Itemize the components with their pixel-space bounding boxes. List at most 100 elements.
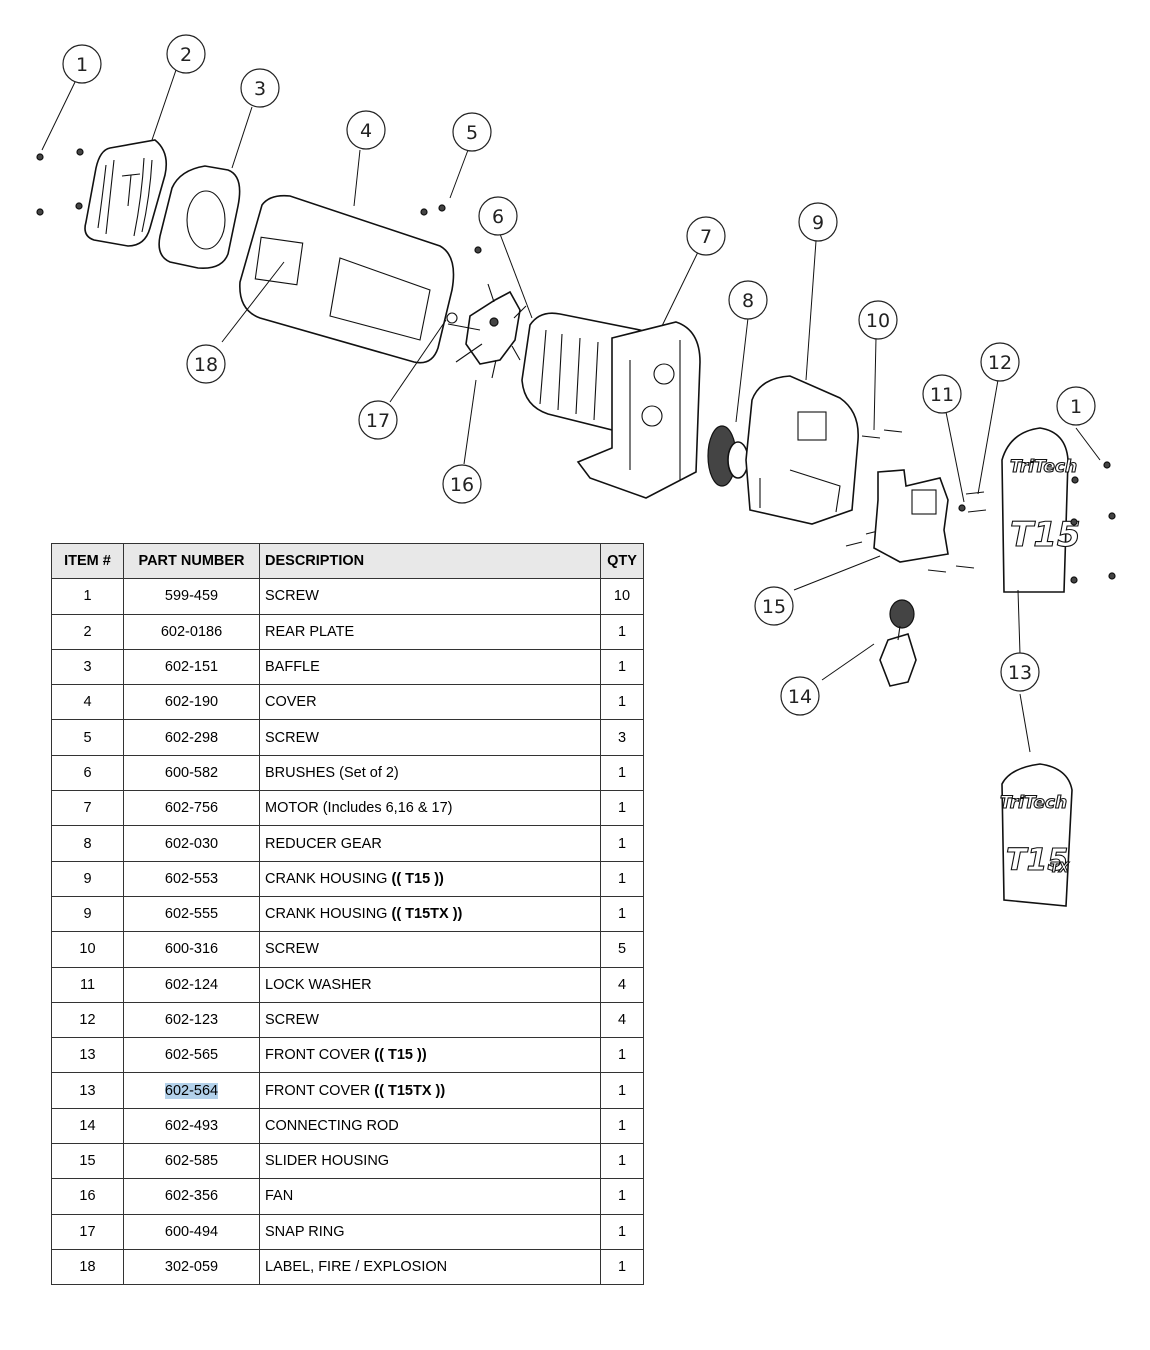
callout-bubble: 5 (452, 112, 492, 152)
cell-description: CRANK HOUSING (( T15 )) (259, 860, 601, 897)
callout-circle (240, 68, 280, 108)
part-number-text: 602-151 (164, 659, 219, 676)
callout-label: 16 (450, 474, 474, 496)
callout-label: 1 (76, 54, 88, 76)
callout-bubble: 6 (478, 196, 518, 236)
connecting-rod (879, 599, 917, 687)
cell-qty: 1 (600, 1213, 644, 1250)
part-number-text: 602-555 (164, 906, 219, 923)
callout-bubble: 13 (1000, 652, 1040, 692)
callout-bubble: 15 (754, 586, 794, 626)
crank-housing (745, 375, 859, 525)
callout-circle (442, 464, 482, 504)
cell-description: FRONT COVER (( T15TX )) (259, 1072, 601, 1109)
cell-part-number: 600-494 (123, 1213, 260, 1250)
callout-circle (1000, 652, 1040, 692)
cell-qty: 1 (600, 1248, 644, 1286)
front-cover-t15: TriTech T15 (1001, 427, 1081, 593)
description-text: LOCK WASHER (265, 976, 372, 993)
cell-part-number: 599-459 (123, 578, 260, 615)
table-header-row: ITEM # PART NUMBER DESCRIPTION QTY (51, 542, 644, 580)
model-variant: (( T15TX )) (374, 1082, 446, 1099)
cell-part-number: 602-124 (123, 966, 260, 1003)
snap-ring (446, 312, 458, 324)
cell-description: BRUSHES (Set of 2) (259, 754, 601, 792)
model-variant: (( T15TX )) (391, 906, 463, 923)
callout-bubble: 4 (346, 110, 386, 150)
part-number-text: 602-124 (164, 976, 219, 993)
callout-label: 6 (492, 206, 504, 228)
cell-part-number: 602-756 (123, 790, 260, 827)
description-text: FAN (265, 1188, 294, 1205)
callout-label: 3 (254, 78, 266, 100)
cell-item: 1 (51, 578, 124, 615)
cell-qty: 1 (600, 1143, 644, 1180)
rear-plate (84, 139, 168, 247)
cell-item: 9 (51, 895, 124, 933)
reducer-gear (707, 425, 749, 487)
callout-circle (728, 280, 768, 320)
cell-qty: 1 (600, 684, 644, 721)
description-text: BAFFLE (265, 659, 320, 676)
cell-item: 13 (51, 1037, 124, 1074)
description-text: FRONT COVER (265, 1082, 375, 1099)
description-text: SCREW (265, 941, 319, 958)
cell-item: 14 (51, 1107, 124, 1145)
callout-circle (780, 676, 820, 716)
cell-qty: 1 (600, 1107, 644, 1145)
description-text: SCREW (265, 729, 319, 746)
cell-qty: 4 (600, 1001, 644, 1039)
slider-housing (873, 469, 949, 563)
callout-label: 7 (700, 226, 712, 248)
callout-circle (62, 44, 102, 84)
cell-part-number: 602-356 (123, 1178, 260, 1215)
callout-bubble: 12 (980, 342, 1020, 382)
callout-bubble: 8 (728, 280, 768, 320)
callout-label: 15 (762, 596, 786, 618)
cell-part-number: 602-123 (123, 1001, 260, 1039)
header-item: ITEM # (51, 542, 124, 580)
cell-description: SLIDER HOUSING (259, 1143, 601, 1180)
callout-circle (346, 110, 386, 150)
header-qty: QTY (600, 542, 644, 580)
cell-description: COVER (259, 684, 601, 721)
cell-part-number: 602-553 (123, 860, 260, 897)
callout-circle (1056, 386, 1096, 426)
screws-right-group (1070, 461, 1116, 584)
callout-bubble: 7 (686, 216, 726, 256)
cell-part-number: 602-298 (123, 719, 260, 756)
header-description: DESCRIPTION (259, 542, 601, 580)
motor (521, 312, 701, 499)
cell-description: SCREW (259, 719, 601, 756)
description-text: LABEL, FIRE / EXPLOSION (265, 1259, 448, 1276)
callout-bubble: 18 (186, 344, 226, 384)
cell-description: MOTOR (Includes 6,16 & 17) (259, 790, 601, 827)
cell-item: 11 (51, 966, 124, 1003)
fan (447, 283, 527, 379)
callout-label: 14 (788, 686, 812, 708)
cell-item: 16 (51, 1178, 124, 1215)
model-variant: (( T15 )) (374, 1047, 427, 1064)
cell-item: 6 (51, 754, 124, 792)
part-number-text: 602-356 (164, 1188, 219, 1205)
callout-bubble: 14 (780, 676, 820, 716)
cell-part-number: 602-190 (123, 684, 260, 721)
cell-qty: 1 (600, 754, 644, 792)
callout-label: 5 (466, 122, 478, 144)
cell-part-number: 602-585 (123, 1143, 260, 1180)
cell-part-number: 600-316 (123, 931, 260, 968)
cell-description: SCREW (259, 578, 601, 615)
description-text: REAR PLATE (265, 623, 355, 640)
part-number-text: 602-756 (164, 800, 219, 817)
callout-bubble: 3 (240, 68, 280, 108)
cell-item: 8 (51, 825, 124, 862)
description-text: BRUSHES (Set of 2) (265, 764, 399, 781)
